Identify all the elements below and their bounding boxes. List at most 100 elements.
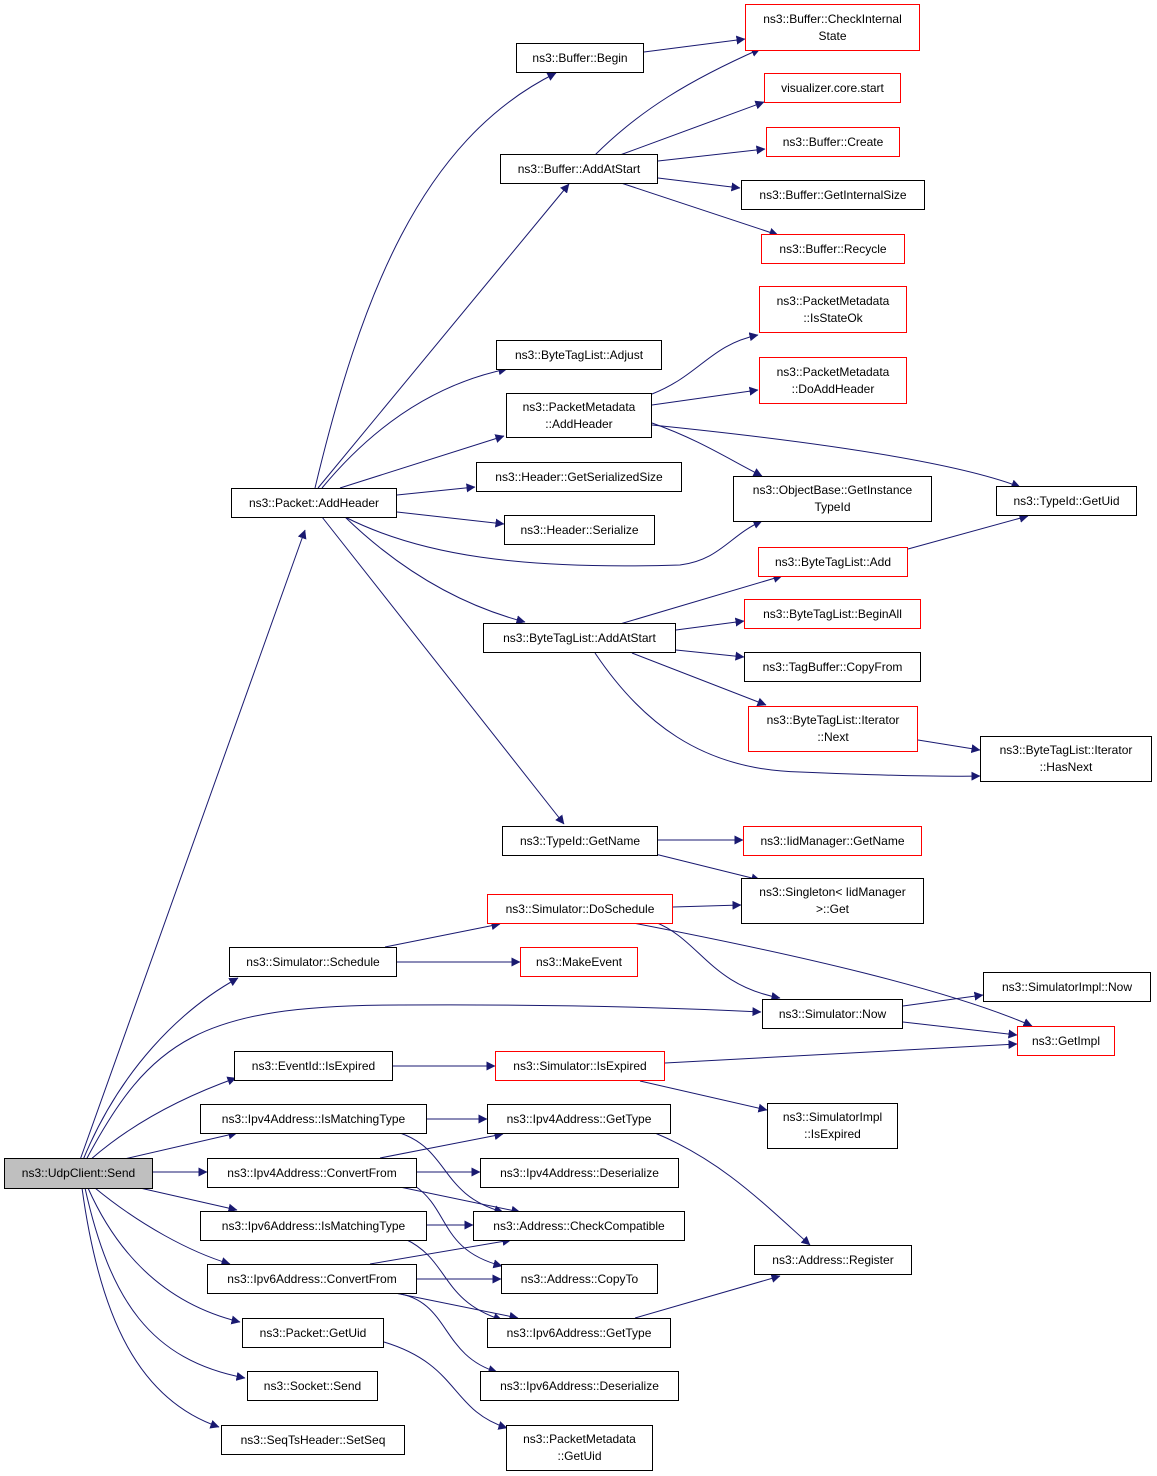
edge-now-to-simulatorimpl-now — [902, 991, 984, 1007]
node-packet-getuid[interactable]: ns3::Packet::GetUid — [242, 1318, 384, 1348]
edge-addatstart-to-visualizer-start — [619, 100, 765, 156]
edge-ipv4-convertfrom-to-copyto — [414, 1185, 503, 1269]
edge-btl-addatstart-to-iterator-hasnext — [594, 652, 981, 781]
edge-ipv6-convertfrom-to-gettype — [394, 1292, 519, 1321]
node-socket-send[interactable]: ns3::Socket::Send — [247, 1371, 378, 1401]
node-iidmanager-getname[interactable]: ns3::IidManager::GetName — [743, 826, 922, 856]
edge-addatstart-to-checkinternalstate — [594, 48, 761, 156]
edge-addheader-to-bytetaglist-adjust — [321, 366, 508, 489]
edge-addheader-to-typeid-getname — [321, 516, 565, 825]
edge-doschedule-to-singleton-get — [672, 900, 742, 910]
edge-addatstart-to-buffer-getinternalsize — [657, 177, 741, 192]
edge-ipv4-gettype-to-address-register — [654, 1132, 811, 1246]
edge-send-to-ipv6-convertfrom — [94, 1187, 231, 1266]
node-typeid-getuid[interactable]: ns3::TypeId::GetUid — [996, 486, 1137, 516]
node-ipv4address-convertfrom[interactable]: ns3::Ipv4Address::ConvertFrom — [207, 1158, 417, 1188]
edge-send-to-ipv4-ismatchingtype — [119, 1130, 238, 1161]
node-packetmetadata-doaddheader[interactable]: ns3::PacketMetadata ::DoAddHeader — [759, 357, 907, 404]
node-simulator-isexpired[interactable]: ns3::Simulator::IsExpired — [495, 1051, 665, 1081]
edge-send-to-eventid-isexpired — [89, 1076, 237, 1161]
node-makeevent[interactable]: ns3::MakeEvent — [520, 947, 638, 977]
edge-btl-addatstart-to-copyfrom — [675, 649, 745, 661]
edge-doschedule-to-getimpl — [627, 921, 1033, 1027]
edge-ipv6-ismatchingtype-to-gettype — [404, 1238, 503, 1322]
edge-addheader-to-objectbase-getinstancetypeid — [344, 516, 763, 567]
node-objectbase-getinstancetypeid[interactable]: ns3::ObjectBase::GetInstance TypeId — [733, 476, 932, 522]
edge-begin-to-checkinternalstate — [643, 35, 746, 53]
edge-pm-addheader-to-typeid-getuid — [651, 424, 1021, 489]
node-bytetaglist-iterator-hasnext[interactable]: ns3::ByteTagList::Iterator ::HasNext — [980, 736, 1152, 782]
node-ipv6address-convertfrom[interactable]: ns3::Ipv6Address::ConvertFrom — [207, 1264, 417, 1294]
node-visualizer-core-start[interactable]: visualizer.core.start — [764, 73, 901, 103]
node-tagbuffer-copyfrom[interactable]: ns3::TagBuffer::CopyFrom — [744, 652, 921, 682]
node-buffer-getinternalsize[interactable]: ns3::Buffer::GetInternalSize — [741, 180, 925, 210]
edge-ipv6-convertfrom-to-deserialize — [394, 1292, 498, 1374]
node-simulatorimpl-isexpired[interactable]: ns3::SimulatorImpl ::IsExpired — [767, 1103, 898, 1149]
node-buffer-addatstart[interactable]: ns3::Buffer::AddAtStart — [500, 154, 658, 184]
edge-addheader-to-packetmetadata-addheader — [339, 434, 505, 489]
node-packetmetadata-getuid[interactable]: ns3::PacketMetadata ::GetUid — [506, 1425, 653, 1471]
node-bytetaglist-add[interactable]: ns3::ByteTagList::Add — [758, 547, 908, 577]
node-eventid-isexpired[interactable]: ns3::EventId::IsExpired — [234, 1051, 393, 1081]
node-address-register[interactable]: ns3::Address::Register — [754, 1245, 912, 1275]
node-ipv4address-gettype[interactable]: ns3::Ipv4Address::GetType — [487, 1104, 671, 1134]
node-simulator-schedule[interactable]: ns3::Simulator::Schedule — [229, 947, 397, 977]
edge-now-to-getimpl — [902, 1021, 1018, 1039]
edge-btl-add-to-typeid-getuid — [907, 513, 1029, 550]
node-buffer-begin[interactable]: ns3::Buffer::Begin — [516, 43, 644, 73]
node-packetmetadata-isstateok[interactable]: ns3::PacketMetadata ::IsStateOk — [759, 286, 907, 333]
node-ipv6address-gettype[interactable]: ns3::Ipv6Address::GetType — [487, 1318, 671, 1348]
edge-pm-addheader-to-objectbase — [651, 422, 763, 477]
edge-send-to-packet-addheader — [79, 529, 307, 1161]
node-buffer-create[interactable]: ns3::Buffer::Create — [766, 127, 900, 157]
node-bytetaglist-adjust[interactable]: ns3::ByteTagList::Adjust — [496, 340, 662, 370]
node-simulatorimpl-now[interactable]: ns3::SimulatorImpl::Now — [983, 972, 1151, 1002]
node-address-copyto[interactable]: ns3::Address::CopyTo — [501, 1264, 658, 1294]
edge-ipv6-convertfrom-to-checkcompatible — [369, 1236, 512, 1265]
edge-pm-addheader-to-isstateok — [651, 332, 759, 395]
edge-send-to-packet-getuid — [87, 1187, 241, 1325]
edge-send-to-seqtsheader-setseq — [81, 1187, 220, 1429]
node-singleton-iidmanager-get[interactable]: ns3::Singleton< IidManager >::Get — [741, 878, 924, 924]
edge-iterator-next-to-hasnext — [917, 739, 981, 754]
edge-doschedule-to-simulator-now — [654, 921, 781, 1001]
node-header-getserializedsize[interactable]: ns3::Header::GetSerializedSize — [476, 462, 682, 492]
node-header-serialize[interactable]: ns3::Header::Serialize — [504, 515, 655, 545]
edge-ipv4-convertfrom-to-checkcompatible — [394, 1185, 521, 1215]
node-packet-addheader[interactable]: ns3::Packet::AddHeader — [231, 488, 397, 518]
node-ipv4address-deserialize[interactable]: ns3::Ipv4Address::Deserialize — [480, 1158, 679, 1188]
edge-ipv6-gettype-to-address-register — [634, 1274, 781, 1319]
edge-addheader-to-header-serialize — [396, 511, 505, 528]
edge-addheader-to-bytetaglist-addatstart — [344, 516, 526, 625]
edge-send-to-socket-send — [84, 1187, 246, 1381]
node-typeid-getname[interactable]: ns3::TypeId::GetName — [502, 826, 658, 856]
node-udpclient-send[interactable]: ns3::UdpClient::Send — [4, 1158, 153, 1189]
edge-schedule-to-doschedule — [384, 921, 501, 948]
edge-send-to-simulator-now — [85, 1004, 762, 1161]
edge-getname-to-singleton-get — [654, 853, 761, 883]
node-ipv6address-deserialize[interactable]: ns3::Ipv6Address::Deserialize — [480, 1371, 679, 1401]
edge-packet-getuid-to-packetmetadata-getuid — [383, 1341, 508, 1430]
edge-simulator-isexpired-to-simulatorimpl-isexpired — [639, 1080, 768, 1113]
node-ipv4address-ismatchingtype[interactable]: ns3::Ipv4Address::IsMatchingType — [200, 1104, 427, 1134]
edge-send-to-ipv6-ismatchingtype — [139, 1187, 238, 1213]
node-packetmetadata-addheader[interactable]: ns3::PacketMetadata ::AddHeader — [506, 393, 652, 438]
edge-btl-addatstart-to-btl-add — [619, 574, 783, 625]
node-ipv6address-ismatchingtype[interactable]: ns3::Ipv6Address::IsMatchingType — [200, 1211, 427, 1241]
edge-btl-addatstart-to-iterator-next — [631, 652, 767, 707]
edge-simulator-isexpired-to-getimpl — [664, 1039, 1018, 1064]
edge-addheader-to-buffer-begin — [314, 72, 557, 489]
node-buffer-recycle[interactable]: ns3::Buffer::Recycle — [761, 234, 905, 264]
node-simulator-now[interactable]: ns3::Simulator::Now — [762, 999, 903, 1029]
node-bytetaglist-iterator-next[interactable]: ns3::ByteTagList::Iterator ::Next — [748, 706, 918, 752]
node-buffer-checkinternalstate[interactable]: ns3::Buffer::CheckInternal State — [745, 4, 920, 51]
edge-send-to-simulator-schedule — [82, 977, 239, 1161]
node-bytetaglist-beginall[interactable]: ns3::ByteTagList::BeginAll — [744, 599, 921, 629]
node-seqtsheader-setseq[interactable]: ns3::SeqTsHeader::SetSeq — [221, 1425, 405, 1455]
node-address-checkcompatible[interactable]: ns3::Address::CheckCompatible — [473, 1211, 685, 1241]
node-bytetaglist-addatstart[interactable]: ns3::ByteTagList::AddAtStart — [483, 623, 676, 653]
node-simulator-doschedule[interactable]: ns3::Simulator::DoSchedule — [487, 894, 673, 924]
node-getimpl[interactable]: ns3::GetImpl — [1017, 1026, 1115, 1056]
